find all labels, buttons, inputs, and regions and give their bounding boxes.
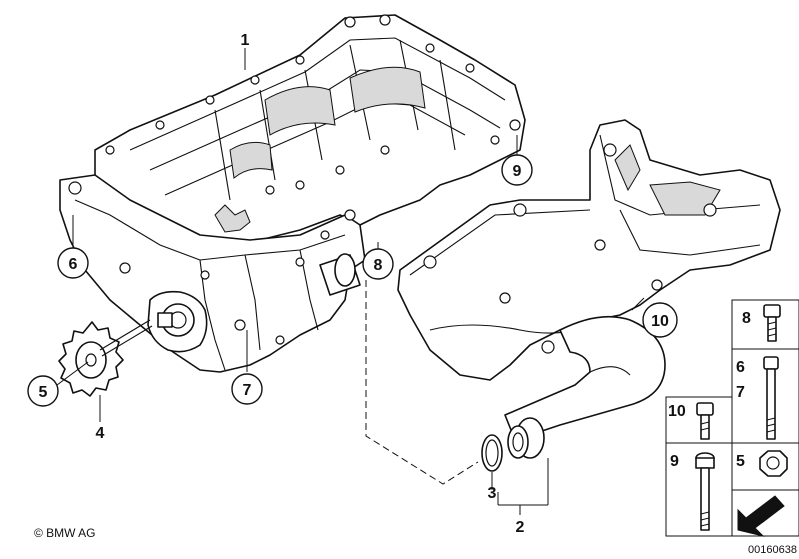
oil-pump-housing — [59, 14, 526, 373]
callout-10: 10 — [651, 313, 669, 330]
callout-5: 5 — [39, 384, 48, 401]
callout-6: 6 — [69, 256, 78, 273]
callout-1: 1 — [241, 32, 250, 49]
callout-4: 4 — [96, 425, 105, 442]
legend-6: 6 — [736, 359, 745, 376]
copyright-text: © BMW AG — [34, 526, 96, 540]
callout-9-circle — [501, 154, 533, 186]
o-ring — [481, 434, 503, 472]
legend-9: 9 — [670, 453, 679, 470]
callout-8-circle — [362, 248, 394, 280]
callout-9: 9 — [513, 163, 522, 180]
legend-5: 5 — [736, 453, 745, 470]
long-bolt-9-icon — [695, 452, 715, 531]
callout-7-circle — [231, 373, 263, 405]
legend-7: 7 — [736, 384, 745, 401]
callout-6-circle — [57, 247, 89, 279]
legend-10: 10 — [668, 403, 686, 420]
callout-3: 3 — [488, 485, 497, 502]
callouts: 1 9 6 8 10 7 5 4 3 2 — [27, 32, 678, 536]
document-number: 00160638 — [748, 544, 797, 556]
suction-pipe-bracket — [397, 119, 781, 459]
long-bolt-6-7-icon — [763, 356, 779, 440]
callout-2: 2 — [516, 519, 525, 536]
bolt-10-icon — [696, 402, 714, 440]
callout-10-circle — [642, 302, 678, 338]
callout-7: 7 — [243, 382, 252, 399]
drive-sprocket — [58, 319, 153, 397]
legend-8: 8 — [742, 310, 751, 327]
callout-8: 8 — [374, 257, 383, 274]
nut-5-icon — [759, 450, 788, 477]
callout-5-circle — [27, 375, 59, 407]
fastener-legend: 8 6 7 5 10 — [665, 299, 799, 537]
bolt-8-icon — [763, 304, 781, 342]
leader-lines — [56, 48, 645, 515]
direction-arrow-icon — [737, 495, 785, 537]
